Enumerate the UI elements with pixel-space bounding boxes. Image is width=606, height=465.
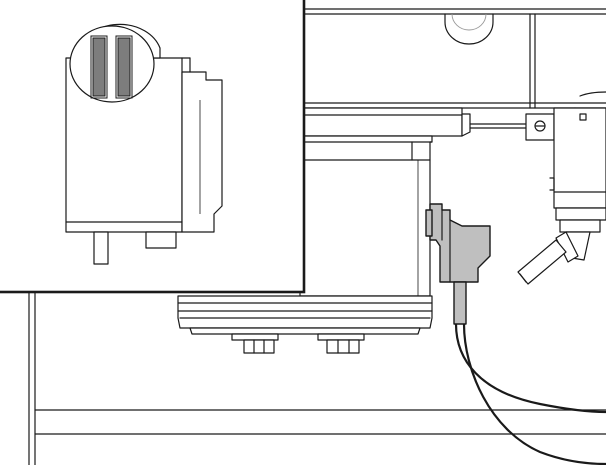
sensor-cable — [456, 324, 606, 464]
side-fitting — [526, 108, 606, 232]
mounting-bolts — [232, 334, 364, 353]
sensor-connector — [426, 204, 490, 324]
inset-detail-view — [0, 0, 304, 292]
bolt-left — [232, 334, 278, 353]
upper-flange — [300, 108, 526, 136]
base-plate — [178, 296, 432, 334]
main-housing — [300, 136, 432, 296]
bolt-right — [318, 334, 364, 353]
angled-nozzle — [518, 232, 590, 284]
